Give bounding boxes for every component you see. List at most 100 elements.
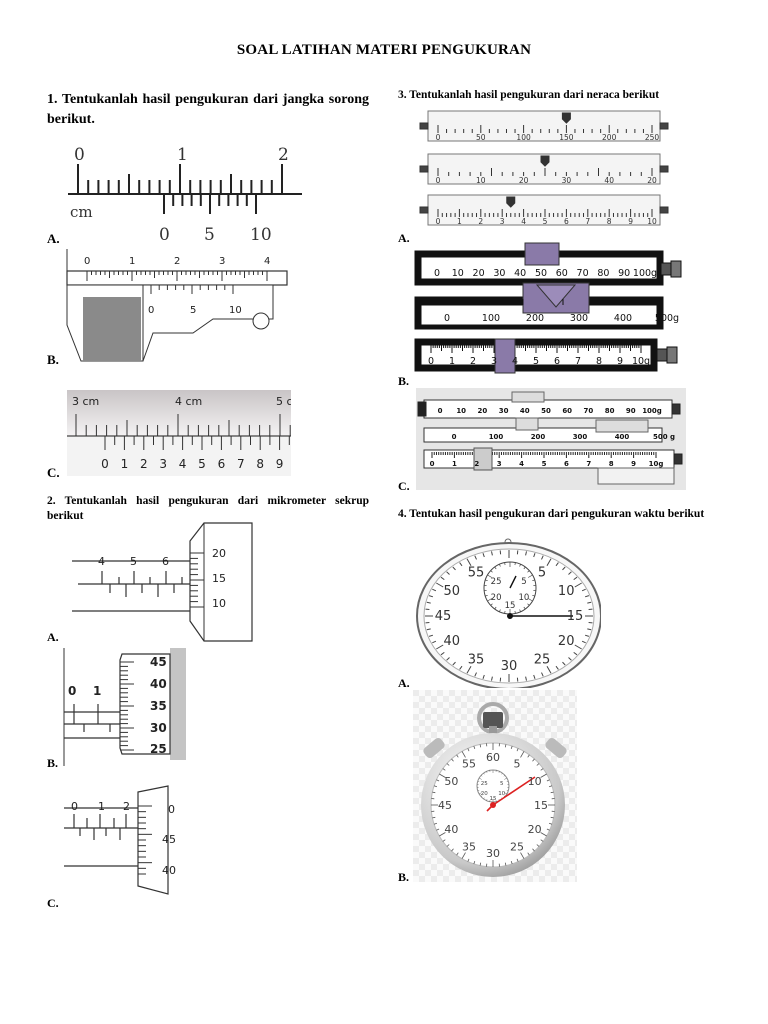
dial-tick (482, 674, 485, 679)
rider (561, 112, 571, 124)
dial-label: 20 (481, 791, 488, 797)
vernier-scale-label: 7 (237, 457, 245, 471)
dial-tick (486, 771, 488, 773)
beam (427, 110, 661, 142)
dial-tick (548, 785, 553, 788)
beam-label: 90 (618, 268, 630, 279)
beam-label: 30 (499, 407, 509, 415)
dial-tick (555, 665, 559, 670)
beam-label: 3 (491, 356, 497, 367)
dial-label: 15 (534, 799, 548, 812)
beam-end (671, 403, 681, 415)
dial-tick (533, 674, 536, 679)
beam-label: 50 (541, 407, 551, 415)
dial-label: 40 (444, 823, 458, 836)
dial-tick (452, 566, 456, 571)
thimble-label: 0 (168, 803, 175, 816)
main-scale-label: 0 (74, 145, 85, 165)
thimble-label: 45 (150, 655, 167, 669)
question-1-text: 1. Tentukanlah hasil pengukuran dari jan… (47, 92, 369, 127)
option-label: B. (47, 756, 59, 770)
dial-tick (483, 797, 485, 800)
dial-tick (446, 657, 450, 661)
dial-label: 50 (444, 584, 461, 599)
dial-tick (541, 555, 544, 560)
beam-label: 5 (543, 217, 548, 226)
rider (515, 417, 539, 431)
dial-tick (499, 564, 501, 567)
micrometer-figure-c: 0 1 2 0 45 40 (62, 770, 184, 906)
beam-label: 5 (533, 356, 539, 367)
beam-label: 40 (520, 407, 530, 415)
sleeve-label: 1 (98, 800, 105, 813)
dial-tick (550, 791, 554, 794)
beam-label: 60 (562, 407, 572, 415)
dial-label: 15 (567, 609, 584, 624)
dial-tick (587, 628, 592, 631)
vernier-scale-label: 0 (101, 457, 109, 471)
beam-label: 250 (645, 133, 660, 142)
beam-label: 8 (609, 460, 614, 468)
dial-label: 10 (518, 593, 529, 603)
dial-label: 35 (462, 841, 476, 854)
beam-label: 0 (438, 407, 443, 415)
page-title: SOAL LATIHAN MATERI PENGUKURAN (236, 42, 532, 58)
dial-tick (520, 852, 525, 859)
beam-label: 100g (642, 407, 662, 415)
beam-label: 70 (577, 268, 589, 279)
beam-label: 20 (519, 176, 529, 185)
main-scale-label: 4 (264, 256, 270, 267)
dial-tick (426, 601, 431, 604)
beam-label: 3 (497, 460, 502, 468)
dial-tick (527, 603, 530, 606)
vernier-scale-label: 2 (140, 457, 148, 471)
option-label: B. (398, 870, 410, 884)
dial-tick (432, 588, 437, 592)
dial-label: 25 (510, 841, 524, 854)
dial-tick (466, 665, 472, 674)
sleeve-label: 6 (162, 555, 169, 568)
dial-label: 45 (438, 799, 452, 812)
main-scale-label: 1 (129, 256, 135, 267)
beam-label: 9 (617, 356, 623, 367)
question-3-text: 3. Tentukanlah hasil pengukuran dari ner… (398, 89, 660, 101)
beam-label: 2 (474, 460, 479, 468)
dial-tick (520, 751, 525, 758)
dial-label: 55 (468, 566, 485, 581)
question-4-text: 4. Tentukan hasil pengukuran dari penguk… (398, 508, 705, 520)
dial-label: 55 (462, 757, 476, 770)
beam-end (419, 206, 429, 214)
beam-end (673, 453, 683, 465)
dial-label: 10 (558, 584, 575, 599)
dial-tick (480, 775, 483, 777)
thimble-label: 20 (212, 547, 226, 560)
base (597, 467, 675, 485)
rider (524, 242, 560, 266)
vernier-scale-label: 1 (121, 457, 129, 471)
dial-tick (519, 609, 521, 612)
dial-tick (516, 858, 519, 862)
dial-tick (541, 672, 544, 677)
dial-tick (467, 748, 470, 752)
dial-label: 25 (481, 781, 488, 787)
beam-label: 1 (452, 460, 457, 468)
option-label: A. (47, 231, 60, 246)
dial-tick (550, 816, 554, 819)
dial-tick (525, 551, 527, 556)
dial-tick (479, 744, 482, 748)
option-label: C. (47, 896, 59, 910)
dial-label: 5 (514, 757, 521, 770)
dial-tick (473, 745, 476, 750)
dial-tick (478, 792, 482, 795)
main-scale-label: 2 (278, 145, 289, 165)
rider (540, 155, 550, 167)
dial-label: 10 (498, 791, 505, 797)
dial-tick (480, 795, 483, 797)
dial-tick (562, 566, 566, 571)
beam-knob (670, 260, 682, 278)
beam-label: 30 (493, 268, 505, 279)
sleeve-label: 5 (130, 555, 137, 568)
dial-tick (494, 606, 497, 610)
dial-tick (546, 665, 552, 674)
dial-tick (446, 571, 450, 575)
